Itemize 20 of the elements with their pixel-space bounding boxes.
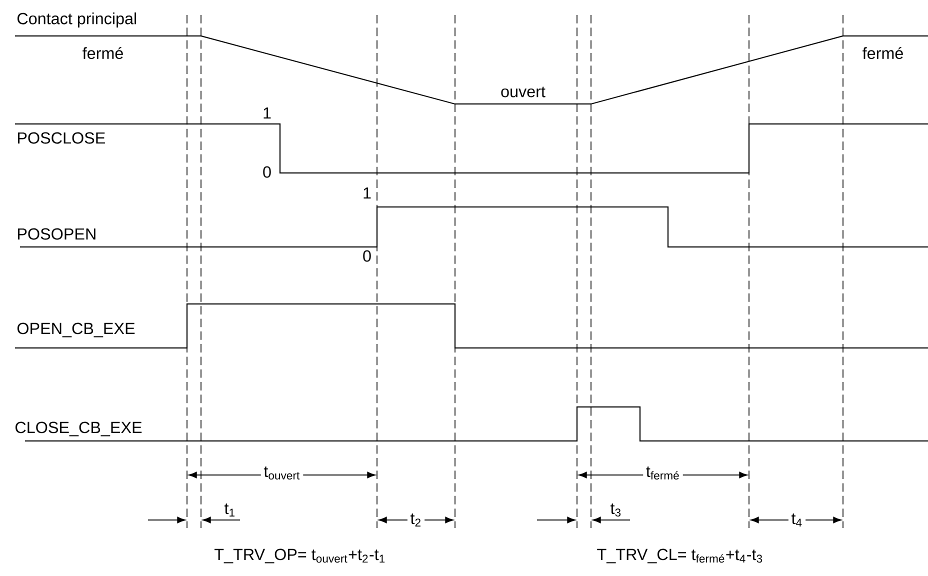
formula-text: T_TRV_OP= t$_{ouvert}$+t$_{2}$-t$_{1}$ <box>214 548 385 564</box>
formula-text: T_TRV_CL= t$_{fermé}$+t$_{4}$-t$_{3}$ <box>597 548 762 564</box>
signal-name: CLOSE_CB_EXE <box>16 422 142 436</box>
duration-label: t$_{1}$ <box>224 504 234 516</box>
signal-name: OPEN_CB_EXE <box>17 322 135 338</box>
signal-name: Contact principal <box>18 12 136 28</box>
level-label: 1 <box>264 107 271 119</box>
signal-name: POSCLOSE <box>18 132 105 144</box>
level-label: 1 <box>364 187 371 199</box>
duration-label: t$_{2}$ <box>407 512 425 528</box>
level-label: 0 <box>363 250 371 262</box>
duration-label: t$_{3}$ <box>610 503 621 517</box>
duration-label: t$_{fermé}$ <box>643 465 683 481</box>
state-label: fermé <box>82 46 123 60</box>
state-label: fermé <box>862 46 903 60</box>
signal-name: POSOPEN <box>18 228 96 240</box>
level-label: 0 <box>263 166 271 178</box>
duration-label: t$_{ouvert}$ <box>260 465 304 481</box>
state-label: ouvert <box>501 86 546 98</box>
duration-label: t$_{4}$ <box>788 512 806 528</box>
